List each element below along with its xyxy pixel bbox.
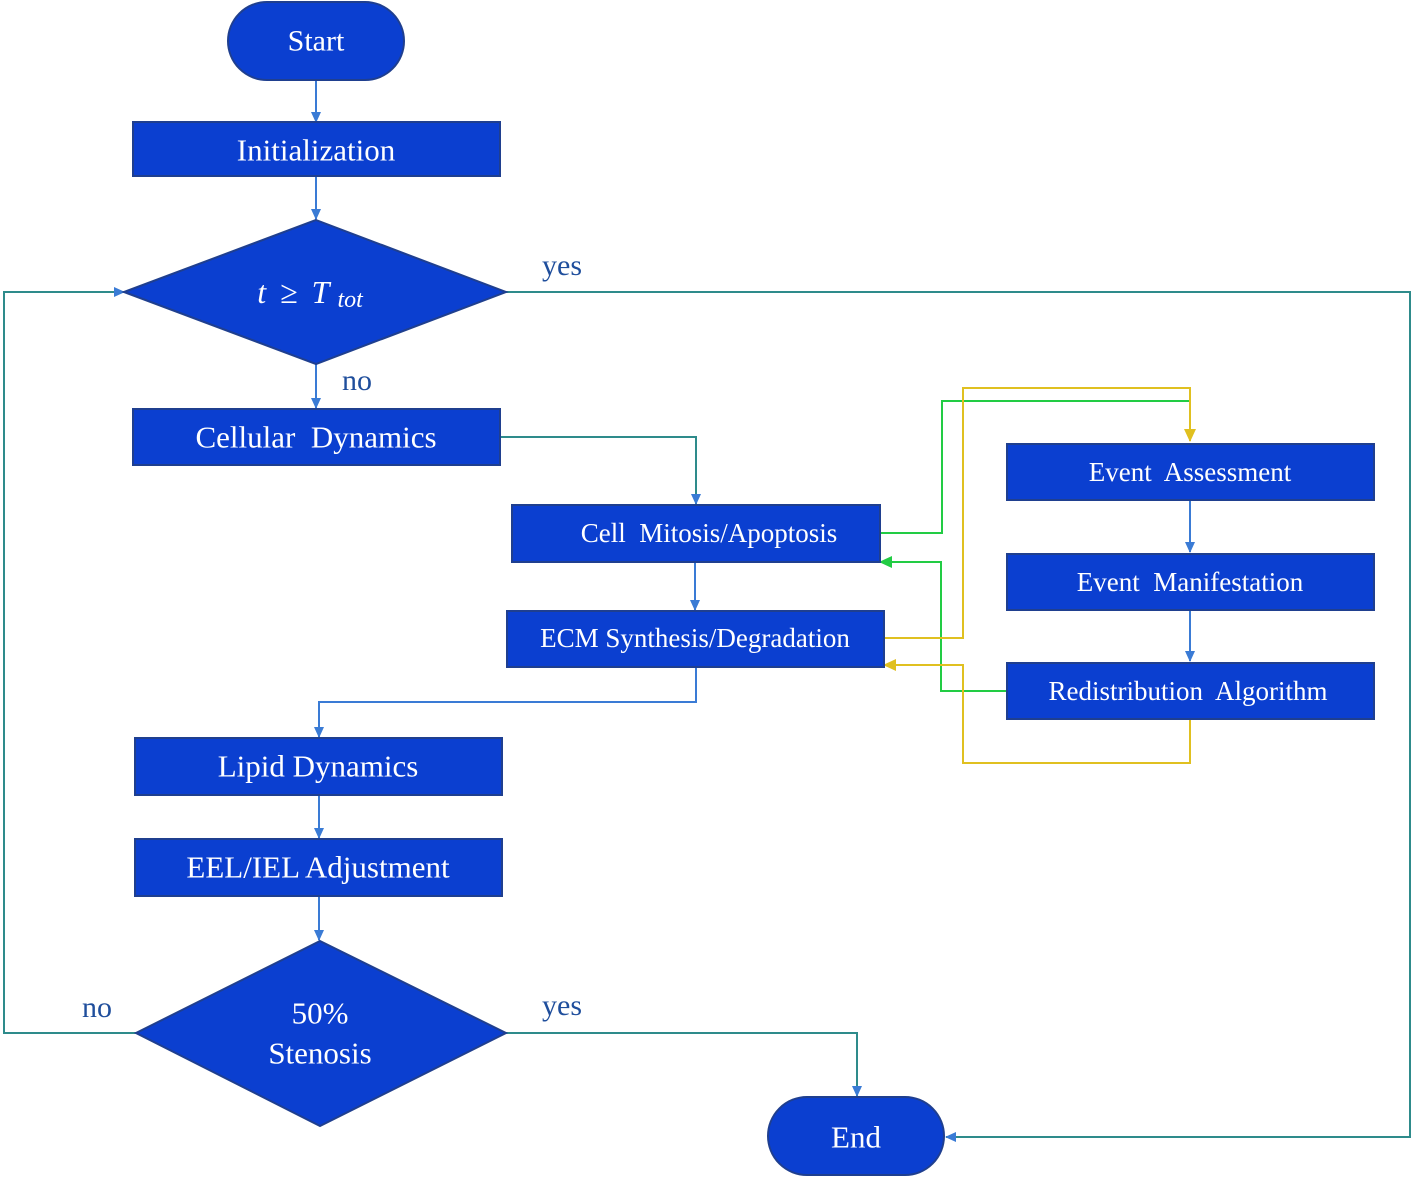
ecm-box: ECM Synthesis/Degradation (506, 610, 885, 668)
end-label: End (831, 1120, 881, 1155)
initialization-box: Initialization (132, 121, 501, 177)
connectors (3, 80, 1411, 1142)
edge-green-redistribution-mitosis (879, 556, 1007, 692)
time-lhs: t (257, 274, 267, 310)
edge-stenosis-yes-end (506, 1032, 862, 1097)
ecm-label: ECM Synthesis/Degradation (540, 623, 850, 653)
time-var: T (312, 274, 332, 310)
event-assessment-box: Event Assessment (1006, 443, 1375, 501)
edge-stenosis-no-loop (3, 287, 136, 1034)
cell-mitosis-label: Cell Mitosis/Apoptosis (581, 518, 838, 548)
time-yes-label: yes (542, 249, 582, 282)
eel-iel-box: EEL/IEL Adjustment (134, 838, 503, 897)
stenosis-decision: 50% Stenosis (133, 939, 509, 1128)
lipid-dynamics-label: Lipid Dynamics (218, 749, 419, 784)
edge-cellular-mitosis (500, 436, 701, 505)
time-condition: t ≥ T tot (257, 274, 364, 313)
time-no-label: no (342, 364, 372, 397)
stenosis-yes-label: yes (542, 989, 582, 1022)
edge-ecm-lipid (314, 667, 697, 738)
lipid-dynamics-box: Lipid Dynamics (134, 737, 503, 796)
stenosis-line1: 50% (292, 996, 349, 1031)
start-terminal: Start (227, 1, 405, 81)
time-sub: tot (337, 287, 364, 313)
end-terminal: End (767, 1096, 945, 1176)
edge-yellow-ecm-assessment (884, 387, 1196, 639)
cell-mitosis-box: Cell Mitosis/Apoptosis (511, 504, 881, 563)
redistribution-box: Redistribution Algorithm (1006, 662, 1375, 720)
initialization-label: Initialization (237, 133, 396, 168)
start-label: Start (288, 25, 345, 58)
event-assessment-label: Event Assessment (1089, 457, 1292, 487)
edge-yellow-redistribution-ecm (883, 659, 1191, 764)
cellular-dynamics-label: Cellular Dynamics (195, 420, 436, 455)
stenosis-line2: Stenosis (268, 1036, 371, 1071)
stenosis-no-label: no (82, 991, 112, 1024)
eel-iel-label: EEL/IEL Adjustment (186, 850, 450, 885)
edge-time-yes-end (506, 291, 1411, 1142)
time-decision: t ≥ T tot (121, 218, 509, 366)
time-operator: ≥ (280, 274, 298, 310)
cellular-dynamics-box: Cellular Dynamics (132, 408, 501, 466)
event-manifestation-box: Event Manifestation (1006, 553, 1375, 611)
event-manifestation-label: Event Manifestation (1077, 567, 1304, 597)
redistribution-label: Redistribution Algorithm (1048, 676, 1327, 706)
